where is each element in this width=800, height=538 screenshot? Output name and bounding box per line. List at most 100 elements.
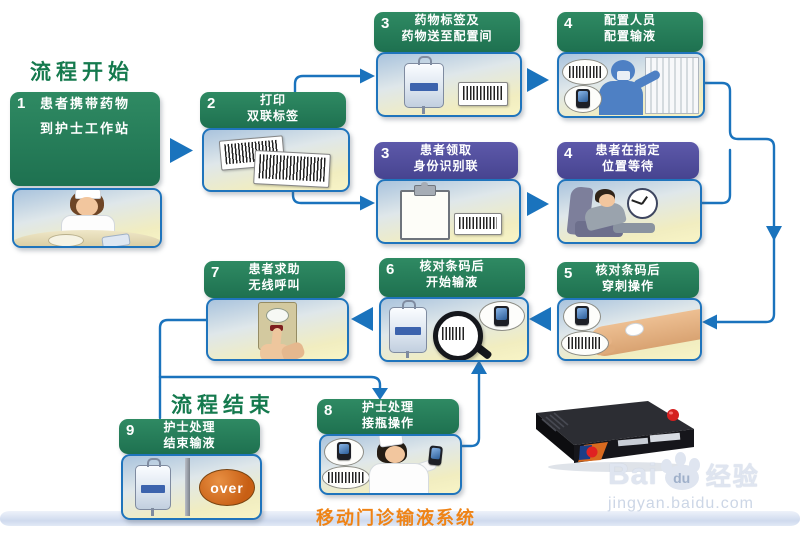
step-5-number: 5 (564, 265, 573, 282)
barcode-icon (258, 154, 326, 182)
iv-pole (185, 458, 190, 516)
barcode-icon (569, 66, 601, 78)
baidu-logo-text: Bai (608, 458, 658, 491)
pharmacist-mask (617, 71, 630, 80)
step-4-mid-illustration-waiting (557, 179, 702, 244)
pda-icon (494, 306, 509, 326)
clock-icon (627, 188, 658, 219)
pda-icon (337, 442, 351, 460)
device-slot (617, 437, 649, 447)
device-knob (667, 409, 679, 421)
iv-tube (151, 508, 154, 516)
step-5-label-line1: 核对条码后 (595, 263, 661, 277)
step-7-header: 7 患者求助无线呼叫 (204, 261, 345, 298)
step-3-top-label-line2: 药物送至配置间 (401, 29, 493, 44)
baidu-watermark: Bai du 经验 jingyan.baidu.com (608, 450, 760, 513)
step-3-mid-illustration-id-slip (376, 179, 521, 244)
iv-bag-icon (135, 458, 171, 510)
arrow-step8-into-step6 (471, 360, 487, 374)
patient-legs (613, 223, 655, 233)
barcode-icon (328, 472, 364, 483)
baidu-jingyan-text: 经验 (705, 463, 760, 491)
step-6-header: 6 核对条码后开始输液 (379, 258, 525, 297)
desk (14, 230, 160, 246)
barcode-label-icon (253, 150, 331, 188)
step-3-top-label-line1: 药物标签及 (414, 13, 480, 27)
step-6-label-line2: 开始输液 (425, 275, 478, 290)
system-caption: 移动门诊输液系统 (316, 508, 476, 528)
step-2-label-line1: 打印 (259, 93, 286, 107)
step-1-label-line1: 患者携带药物 (39, 96, 130, 111)
barcode-label-icon (458, 82, 508, 106)
connector-step4-top-to-step5 (699, 81, 776, 324)
barcode-icon (459, 217, 497, 229)
step-6-number: 6 (386, 261, 395, 278)
step-5-label-line2: 穿刺操作 (601, 279, 654, 294)
pda-icon (428, 445, 443, 466)
step-5-illustration-puncture (557, 298, 702, 361)
barcode-bubble (322, 466, 370, 489)
step-8-header: 8 护士处理接瓶操作 (317, 399, 459, 434)
step-4-top-label-line1: 配置人员 (603, 13, 656, 27)
iv-bag-icon (389, 300, 427, 353)
baidu-paw-du: du (664, 465, 699, 490)
magnifier-icon (433, 311, 483, 360)
desk-item (48, 234, 84, 246)
pda-bubble (324, 438, 364, 466)
device-side (536, 413, 574, 461)
arrow-step5-to-step6 (529, 307, 551, 331)
arrow-into-step3-mid (360, 195, 375, 211)
connector-step7-to-step8 (158, 375, 382, 390)
over-badge: over (199, 469, 255, 506)
arrow-step1-to-step2 (170, 138, 193, 163)
step-1-illustration-nurse-desk (12, 188, 162, 248)
step-4-top-label-line2: 配置输液 (603, 29, 656, 44)
infusion-system-device (536, 401, 694, 472)
pda-bubble (563, 302, 601, 331)
barcode-icon (442, 327, 466, 340)
device-knob-highlight (669, 411, 673, 415)
step-1-label-line2: 到护士工作站 (39, 120, 130, 136)
call-panel-screen (266, 308, 289, 323)
iv-tube (406, 351, 409, 358)
step-2-number: 2 (207, 95, 216, 112)
step-4-mid-label-line2: 位置等待 (601, 159, 654, 174)
step-4-top-header: 4 配置人员配置输液 (557, 12, 703, 52)
pda-bubble (564, 85, 602, 113)
arrow-step6-to-step7 (351, 307, 373, 331)
step-1-header: 1 患者携带药物到护士工作站 (10, 92, 160, 186)
step-9-label-line1: 护士处理 (163, 420, 216, 434)
step-6-label-line1: 核对条码后 (419, 259, 485, 273)
barcode-bubble (561, 331, 609, 356)
arrow-step3-top-to-step4-top (527, 68, 549, 92)
step-3-mid-label-line2: 身份识别联 (413, 159, 479, 174)
step-3-top-illustration-ivbag (376, 52, 522, 117)
step-9-number: 9 (126, 422, 135, 439)
pharmacist-gown (599, 81, 643, 115)
step-1-number: 1 (17, 95, 26, 112)
step-2-illustration-labels (202, 128, 350, 192)
step-9-label-line2: 结束输液 (163, 436, 216, 451)
step-4-mid-label-line1: 患者在指定 (595, 143, 661, 157)
baidu-paw-icon: du (660, 450, 704, 490)
step-3-mid-number: 3 (381, 145, 390, 162)
barcode-label-icon (454, 213, 502, 235)
step-3-top-number: 3 (381, 15, 390, 32)
patient-face (599, 194, 615, 207)
flow-start-title: 流程开始 (30, 60, 134, 84)
step-7-label-line2: 无线呼叫 (248, 278, 301, 293)
arrow-step3-mid-to-step4-mid (527, 192, 549, 216)
step-5-header: 5 核对条码后穿刺操作 (557, 262, 699, 298)
device-top (536, 401, 694, 445)
baidu-watermark-url: jingyan.baidu.com (608, 495, 754, 512)
pda-icon (575, 306, 589, 325)
step-4-top-illustration-pharmacist (557, 52, 705, 118)
flow-end-title: 流程结束 (171, 393, 275, 417)
barcode-icon (463, 86, 503, 100)
device-vents (541, 412, 569, 432)
step-8-label-line2: 接瓶操作 (361, 416, 414, 431)
nurse-face (76, 197, 98, 216)
arrow-down-right-rail (766, 226, 782, 241)
clipboard-clip-knob (421, 182, 428, 187)
